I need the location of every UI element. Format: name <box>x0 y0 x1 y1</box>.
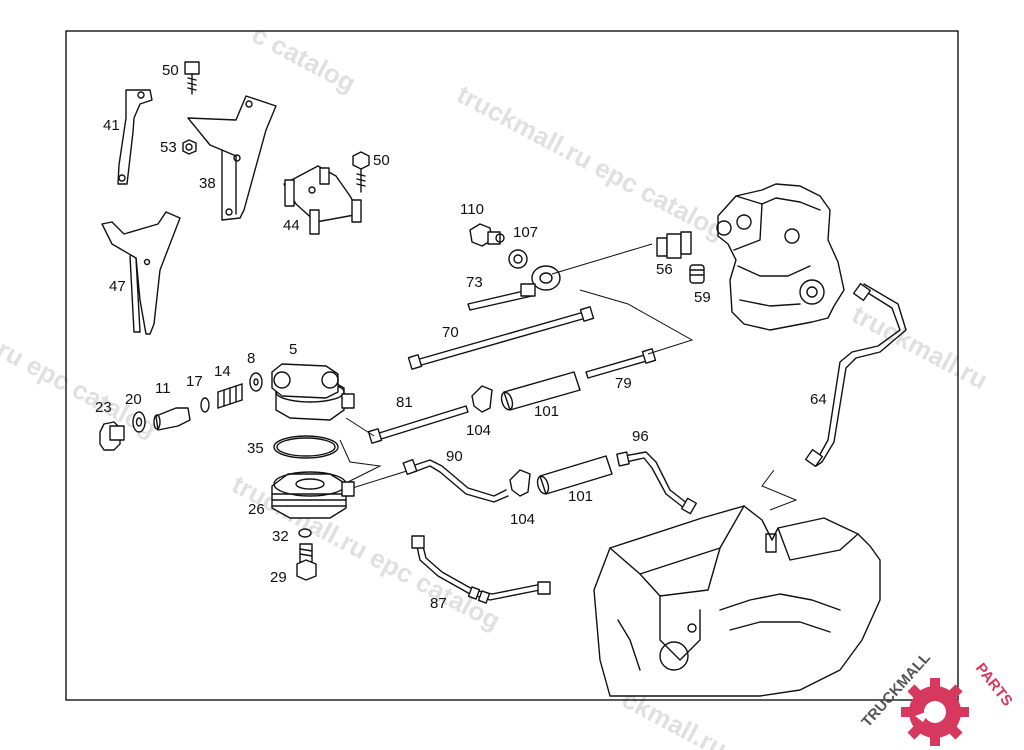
part-label-64: 64 <box>810 391 827 408</box>
watermark-text: truckmall.ru epc catalog <box>227 469 505 636</box>
washer-107 <box>508 249 528 269</box>
part-label-5: 5 <box>289 341 297 358</box>
engine-block <box>593 505 881 697</box>
spring-14 <box>217 383 243 409</box>
part-label-26: 26 <box>248 501 265 518</box>
bracket-41 <box>117 89 153 185</box>
part-label-32: 32 <box>272 528 289 545</box>
gear-icon <box>901 678 969 746</box>
part-label-79: 79 <box>615 375 632 392</box>
leader-lines <box>339 243 798 511</box>
watermark-text: truckmall.ru <box>847 299 992 395</box>
part-label-90: 90 <box>446 448 463 465</box>
part-label-104: 104 <box>466 422 491 439</box>
valve-piston-11 <box>153 407 191 431</box>
pipe-64 <box>804 282 907 468</box>
pipe-70 <box>407 306 595 370</box>
pipe-90 <box>402 458 509 503</box>
clamp-104 <box>509 469 531 497</box>
part-label-87: 87 <box>430 595 447 612</box>
bracket-44 <box>283 165 362 235</box>
nut-53 <box>182 139 197 155</box>
pipe-73 <box>467 265 561 311</box>
part-label-59: 59 <box>694 289 711 306</box>
washer-20 <box>132 411 146 433</box>
part-label-29: 29 <box>270 569 287 586</box>
part-label-11: 11 <box>155 380 171 397</box>
plug-23 <box>99 421 125 451</box>
hose-101 <box>500 371 581 411</box>
part-label-53: 53 <box>160 139 177 156</box>
part-label-41: 41 <box>103 117 120 134</box>
o-ring-32 <box>298 528 312 538</box>
bracket-38 <box>187 95 277 221</box>
logo-text-accent: PARTS <box>972 660 1016 710</box>
part-label-73: 73 <box>466 274 483 291</box>
part-label-70: 70 <box>442 324 459 341</box>
part-label-96: 96 <box>632 428 649 445</box>
part-label-47: 47 <box>109 278 126 295</box>
truckmall-logo: TRUCKMALL PARTS <box>858 649 1016 746</box>
bracket-47 <box>101 211 181 335</box>
part-label-56: 56 <box>656 261 673 278</box>
part-label-81: 81 <box>396 394 413 411</box>
diagram-frame <box>65 30 959 701</box>
hose-101 <box>536 455 613 495</box>
fitting-56 <box>656 231 692 259</box>
part-label-101: 101 <box>568 488 593 505</box>
part-label-50: 50 <box>373 152 390 169</box>
seal-ring-35 <box>273 435 339 459</box>
banjo-bolt-110 <box>469 223 505 247</box>
washer-8 <box>249 372 263 392</box>
plug-59 <box>689 264 705 284</box>
bolt-29 <box>296 543 317 581</box>
part-label-101: 101 <box>534 403 559 420</box>
watermark-text: truckmall.ru epc catalog <box>452 79 730 246</box>
part-label-8: 8 <box>247 350 255 367</box>
part-labels: 50 41 53 38 50 44 47 110 107 73 56 59 70… <box>95 62 827 612</box>
part-label-17: 17 <box>186 373 203 390</box>
compressor-housing <box>716 183 845 331</box>
pipe-79 <box>585 348 657 379</box>
part-label-110: 110 <box>460 201 484 218</box>
part-label-20: 20 <box>125 391 142 408</box>
part-label-104: 104 <box>510 511 535 528</box>
logo-text-parts: PARTS <box>972 660 1016 710</box>
oil-cooler-26 <box>271 471 355 519</box>
filter-housing-5 <box>271 363 355 421</box>
pipe-87 <box>411 535 551 604</box>
part-label-50: 50 <box>162 62 179 79</box>
ring-17 <box>200 397 210 413</box>
pipe-96 <box>616 451 698 515</box>
clamp-104 <box>471 385 493 413</box>
pipe-81 <box>367 405 469 444</box>
part-label-44: 44 <box>283 217 300 234</box>
part-label-107: 107 <box>513 224 538 241</box>
part-label-38: 38 <box>199 175 216 192</box>
part-label-14: 14 <box>214 363 231 380</box>
bolt-50 <box>352 151 370 193</box>
bolt-50 <box>184 61 200 95</box>
part-label-23: 23 <box>95 399 112 416</box>
part-label-35: 35 <box>247 440 264 457</box>
